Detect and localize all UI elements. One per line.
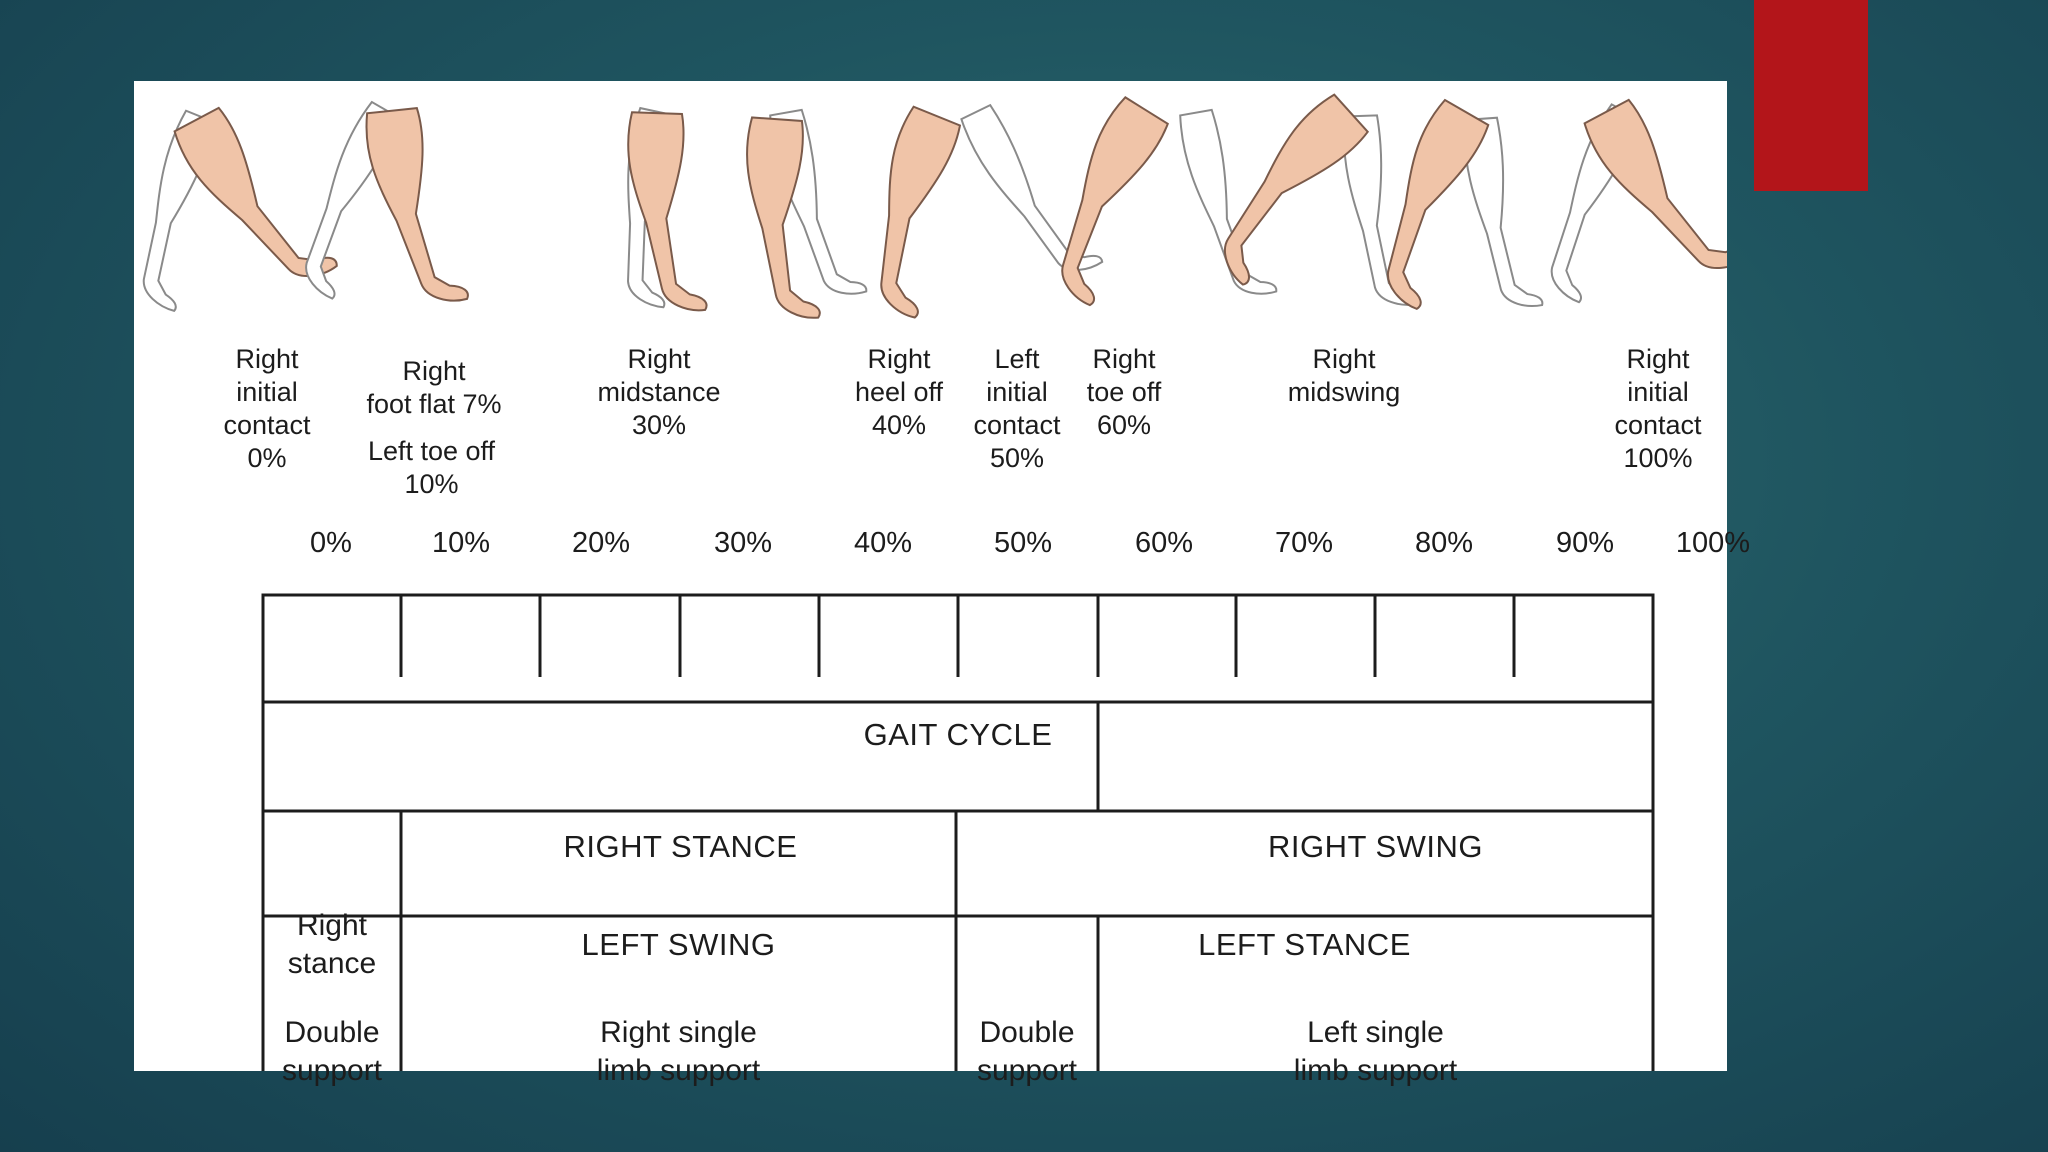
- leg-figure-initial-contact-end: [1519, 84, 1727, 304]
- tick-label-80: 80%: [1414, 527, 1474, 559]
- leg-figure-foot-flat: [274, 100, 470, 310]
- right-stance-cell: RIGHT STANCE: [563, 829, 798, 864]
- tick-label-50: 50%: [993, 527, 1053, 559]
- left-swing-cell: LEFT SWING: [581, 926, 776, 962]
- tick-label-60: 60%: [1134, 527, 1194, 559]
- left-stance-cell: LEFT STANCE: [1198, 926, 1411, 962]
- leg-figure-midstance: [597, 106, 715, 312]
- leg-figure-midstance-2: [734, 103, 868, 320]
- tick-label-70: 70%: [1274, 527, 1334, 559]
- tick-label-10: 10%: [431, 527, 491, 559]
- tick-label-20: 20%: [571, 527, 631, 559]
- tick-label-0: 0%: [310, 527, 352, 559]
- leg-illustrations: [134, 84, 1727, 320]
- tick-label-40: 40%: [853, 527, 913, 559]
- right-swing-cell: RIGHT SWING: [1267, 829, 1484, 864]
- red-accent-block: [1754, 0, 1868, 191]
- tick-label-100: 100%: [1675, 527, 1751, 559]
- tick-label-90: 90%: [1555, 527, 1615, 559]
- gait-cycle-cell: GAIT CYCLE: [863, 716, 1053, 752]
- leg-figure-heel-off: [836, 89, 1104, 320]
- leg-figure-initial-contact: [134, 92, 340, 313]
- tick-label-30: 30%: [713, 527, 773, 559]
